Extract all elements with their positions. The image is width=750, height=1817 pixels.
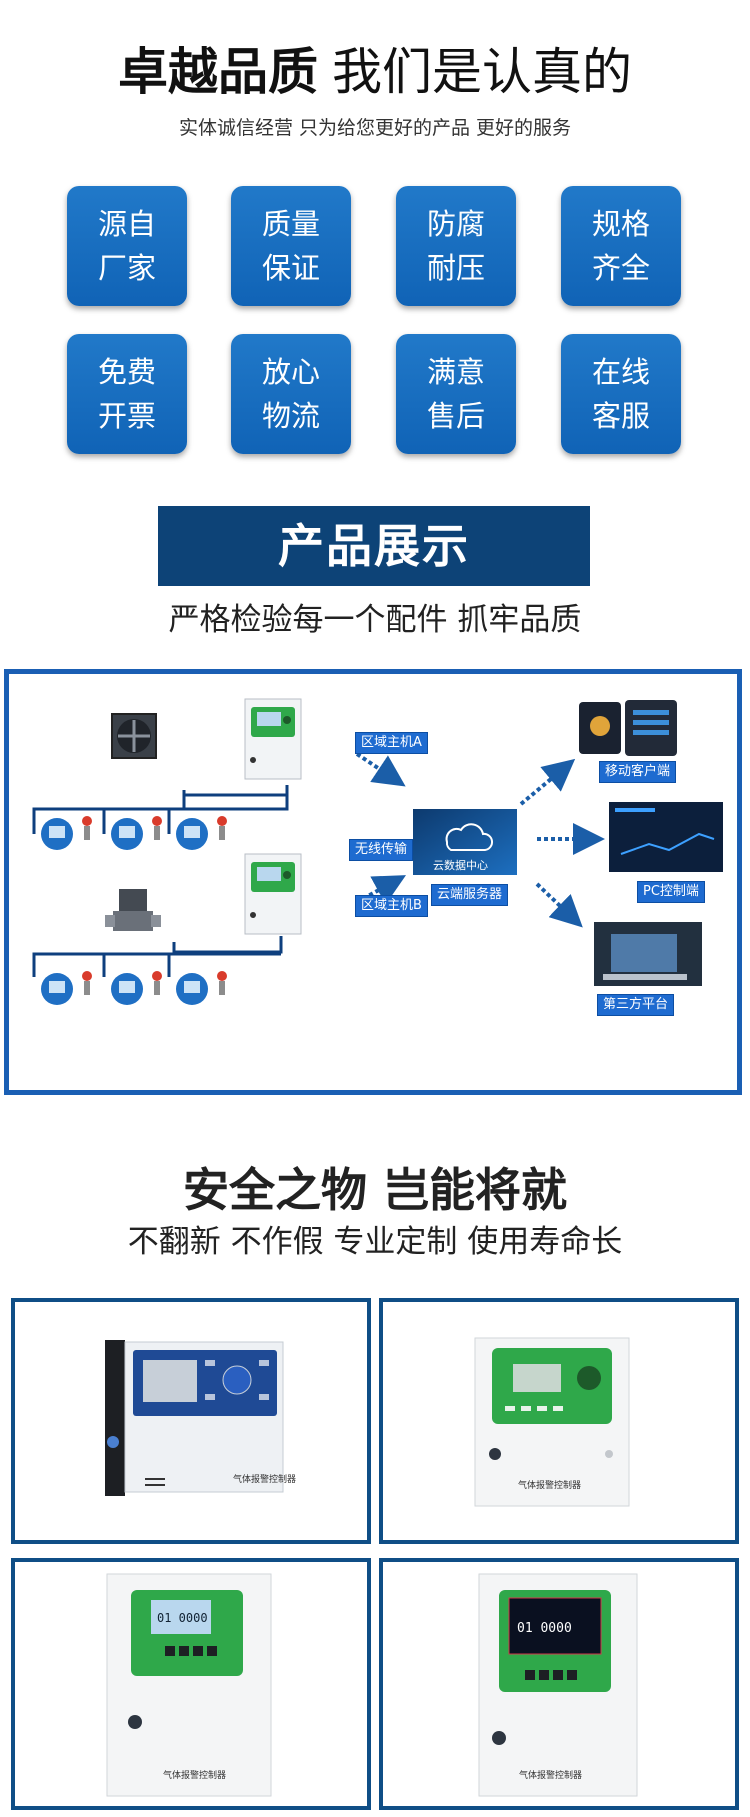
safety-subtitle: 不翻新 不作假 专业定制 使用寿命长 (127, 1224, 623, 1260)
feature-line-2: 物流 (261, 399, 320, 433)
feature-line-1: 源自 (97, 207, 156, 241)
gas-detector-icon (176, 816, 227, 850)
product-reading-3: 01 0000 (157, 1611, 208, 1625)
showcase-subtitle: 严格检验每一个配件 抓牢品质 (168, 602, 582, 638)
label-host-b: 区域主机B (355, 895, 428, 917)
feature-line-1: 满意 (426, 355, 485, 389)
page-title: 卓越品质我们是认真的 (0, 42, 750, 102)
feature-line-2: 开票 (97, 399, 156, 433)
label-cloud-server: 云端服务器 (431, 884, 509, 906)
controller-blue-panel-image: 气体报警控制器 (105, 1340, 296, 1496)
label-cloud-center: 云数据中心 (433, 859, 488, 872)
feature-line-2: 客服 (591, 399, 650, 433)
label-mobile: 移动客户端 (599, 761, 677, 783)
system-diagram: 区域主机A 无线传输 区域主机B 云端服务器 云数据中心 移动客户端 PC控制端… (4, 669, 742, 1095)
gas-detector-icon (111, 971, 162, 1005)
feature-line-2: 保证 (261, 251, 320, 285)
product-card-1: 气体报警控制器 (11, 1298, 371, 1544)
controller-color-lcd-image: 01 0000 气体报警控制器 (478, 1573, 638, 1797)
flow-arrows (355, 752, 605, 928)
gas-detector-icon (111, 816, 162, 850)
feature-tile-quality: 质量 保证 (231, 186, 351, 306)
feature-line-2: 耐压 (426, 251, 485, 285)
gas-detector-icon (41, 971, 92, 1005)
title-bold: 卓越品质 (118, 43, 318, 101)
controller-lcd-image: 01 0000 气体报警控制器 (106, 1573, 272, 1797)
product-card-4: 01 0000 气体报警控制器 (379, 1558, 739, 1810)
cloud-server-icon (413, 809, 517, 875)
label-host-a: 区域主机A (355, 732, 428, 754)
controller-host-b-icon (244, 853, 302, 935)
exhaust-fan-icon (111, 713, 157, 759)
solenoid-valve-icon (105, 889, 161, 931)
pc-client-icon (609, 802, 723, 872)
feature-line-1: 在线 (591, 355, 650, 389)
wiring-lower (32, 936, 283, 977)
title-light: 我们是认真的 (332, 43, 632, 101)
feature-tile-corrosion: 防腐 耐压 (396, 186, 516, 306)
feature-line-1: 免费 (97, 355, 156, 389)
label-wireless: 无线传输 (349, 839, 414, 861)
showcase-banner: 产品展示 (158, 506, 590, 586)
feature-tile-logistics: 放心 物流 (231, 334, 351, 454)
feature-tile-service: 在线 客服 (561, 334, 681, 454)
feature-line-1: 防腐 (426, 207, 485, 241)
product-card-3: 01 0000 气体报警控制器 (11, 1558, 371, 1810)
gas-detector-icon (41, 816, 92, 850)
third-party-platform-icon (594, 922, 702, 986)
feature-line-1: 放心 (261, 355, 320, 389)
mobile-client-icon (579, 700, 677, 756)
product-label-1: 气体报警控制器 (233, 1473, 296, 1485)
feature-tile-factory: 源自 厂家 (67, 186, 187, 306)
product-label-4: 气体报警控制器 (519, 1769, 582, 1781)
feature-line-2: 厂家 (97, 251, 156, 285)
diagram-graphic (32, 698, 723, 1005)
feature-line-2: 齐全 (591, 251, 650, 285)
page-subtitle: 实体诚信经营 只为给您更好的产品 更好的服务 (178, 117, 572, 139)
feature-tile-aftersales: 满意 售后 (396, 334, 516, 454)
gas-detector-icon (176, 971, 227, 1005)
product-label-2: 气体报警控制器 (518, 1479, 581, 1491)
product-card-2: 气体报警控制器 (379, 1298, 739, 1544)
label-third-party: 第三方平台 (597, 994, 675, 1016)
safety-title: 安全之物 岂能将就 (182, 1163, 567, 1217)
feature-line-1: 质量 (261, 207, 320, 241)
feature-line-1: 规格 (591, 207, 650, 241)
controller-green-panel-image: 气体报警控制器 (474, 1337, 630, 1507)
feature-tile-invoice: 免费 开票 (67, 334, 187, 454)
controller-host-a-icon (244, 698, 302, 780)
product-label-3: 气体报警控制器 (163, 1769, 226, 1781)
feature-tile-specs: 规格 齐全 (561, 186, 681, 306)
label-pc: PC控制端 (637, 881, 705, 903)
product-reading-4: 01 0000 (517, 1621, 572, 1636)
feature-line-2: 售后 (426, 399, 485, 433)
wiring-upper (32, 785, 289, 834)
